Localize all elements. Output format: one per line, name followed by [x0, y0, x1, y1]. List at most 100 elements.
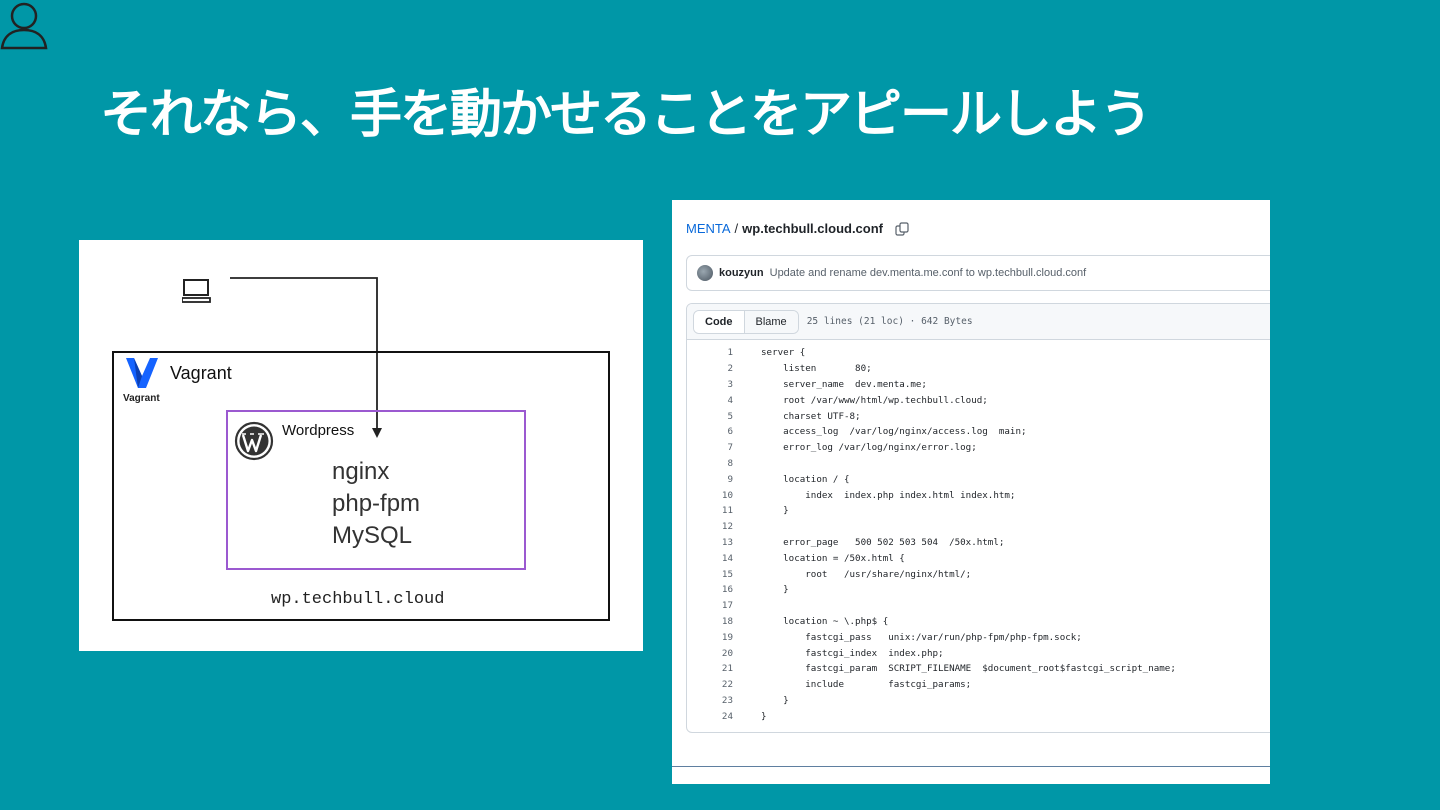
code-text: server_name dev.menta.me; — [761, 378, 927, 390]
stack-item-php-fpm: php-fpm — [332, 490, 421, 517]
code-text: error_page 500 502 503 504 /50x.html; — [761, 536, 1005, 548]
code-text: root /var/www/html/wp.techbull.cloud; — [761, 394, 988, 406]
line-number[interactable]: 7 — [727, 442, 733, 454]
code-line: 7 error_log /var/log/nginx/error.log; — [687, 440, 1270, 456]
line-number[interactable]: 17 — [721, 600, 733, 612]
code-toolbar: Code Blame 25 lines (21 loc) · 642 Bytes — [687, 304, 1270, 340]
line-number[interactable]: 1 — [727, 347, 733, 359]
code-text: listen 80; — [761, 363, 872, 375]
code-line: 12 — [687, 519, 1270, 535]
wordpress-logo-icon — [234, 421, 274, 461]
view-mode-toggle: Code Blame — [693, 309, 799, 334]
stack-item-mysql: MySQL — [332, 522, 413, 549]
vagrant-logo-icon — [126, 358, 158, 388]
line-number[interactable]: 3 — [727, 378, 733, 390]
latest-commit-bar: kouzyun Update and rename dev.menta.me.c… — [686, 255, 1270, 291]
code-line: 9 location / { — [687, 471, 1270, 487]
code-line: 3 server_name dev.menta.me; — [687, 377, 1270, 393]
slide-title: それなら、手を動かせることをアピールしよう — [100, 85, 1152, 145]
code-text: location ~ \.php$ { — [761, 615, 889, 627]
line-number[interactable]: 12 — [721, 521, 733, 533]
code-line: 18 location ~ \.php$ { — [687, 614, 1270, 630]
code-text: fastcgi_pass unix:/var/run/php-fpm/php-f… — [761, 631, 1082, 643]
code-line: 21 fastcgi_param SCRIPT_FILENAME $docume… — [687, 661, 1270, 677]
code-line: 23 } — [687, 693, 1270, 709]
line-number[interactable]: 2 — [727, 363, 733, 375]
code-text: } — [761, 584, 789, 596]
line-number[interactable]: 20 — [721, 647, 733, 659]
code-text: access_log /var/log/nginx/access.log mai… — [761, 426, 1027, 438]
tab-code[interactable]: Code — [694, 310, 745, 333]
code-text: charset UTF-8; — [761, 410, 861, 422]
code-line: 15 root /usr/share/nginx/html/; — [687, 566, 1270, 582]
code-text: location = /50x.html { — [761, 552, 905, 564]
code-text: } — [761, 694, 789, 706]
breadcrumb: MENTA / wp.techbull.cloud.conf — [686, 221, 909, 236]
breadcrumb-separator: / — [734, 221, 739, 236]
code-text: index index.php index.html index.htm; — [761, 489, 1016, 501]
code-text: } — [761, 710, 767, 722]
commit-author[interactable]: kouzyun — [719, 267, 764, 279]
code-text: fastcgi_index index.php; — [761, 647, 944, 659]
code-line: 2 listen 80; — [687, 361, 1270, 377]
code-text: root /usr/share/nginx/html/; — [761, 568, 972, 580]
avatar[interactable] — [697, 265, 713, 281]
code-text: fastcgi_param SCRIPT_FILENAME $document_… — [761, 663, 1176, 675]
code-line: 24} — [687, 708, 1270, 724]
line-number[interactable]: 19 — [721, 631, 733, 643]
code-line: 16 } — [687, 582, 1270, 598]
commit-message[interactable]: Update and rename dev.menta.me.conf to w… — [769, 267, 1087, 279]
code-text: location / { — [761, 473, 850, 485]
line-number[interactable]: 18 — [721, 615, 733, 627]
line-number[interactable]: 22 — [721, 679, 733, 691]
code-line: 1 server { — [687, 345, 1270, 361]
code-text: include fastcgi_params; — [761, 679, 972, 691]
divider — [672, 766, 1270, 767]
wordpress-box — [226, 410, 526, 570]
code-box: Code Blame 25 lines (21 loc) · 642 Bytes… — [686, 303, 1270, 733]
vagrant-box — [112, 351, 610, 621]
line-number[interactable]: 16 — [721, 584, 733, 596]
code-line: 5 charset UTF-8; — [687, 408, 1270, 424]
code-text: server { — [761, 347, 806, 359]
code-line: 6 access_log /var/log/nginx/access.log m… — [687, 424, 1270, 440]
code-line: 22 include fastcgi_params; — [687, 677, 1270, 693]
line-number[interactable]: 23 — [721, 694, 733, 706]
vagrant-logo-text: Vagrant — [123, 393, 160, 404]
tab-blame[interactable]: Blame — [744, 310, 798, 333]
user-icon — [0, 2, 48, 50]
file-meta: 25 lines (21 loc) · 642 Bytes — [806, 316, 973, 327]
laptop-icon — [182, 279, 211, 303]
wordpress-label: Wordpress — [282, 422, 355, 439]
code-line: 4 root /var/www/html/wp.techbull.cloud; — [687, 392, 1270, 408]
code-line: 17 — [687, 598, 1270, 614]
code-line: 11 } — [687, 503, 1270, 519]
line-number[interactable]: 21 — [721, 663, 733, 675]
line-number[interactable]: 9 — [727, 473, 733, 485]
domain-label: wp.techbull.cloud — [271, 590, 445, 609]
line-number[interactable]: 10 — [721, 489, 733, 501]
code-line: 14 location = /50x.html { — [687, 550, 1270, 566]
copy-path-icon[interactable] — [895, 221, 909, 236]
code-text: error_log /var/log/nginx/error.log; — [761, 442, 977, 454]
code-text: } — [761, 505, 789, 517]
line-number[interactable]: 11 — [721, 505, 733, 517]
line-number[interactable]: 24 — [721, 710, 733, 722]
line-number[interactable]: 8 — [727, 457, 733, 469]
line-number[interactable]: 4 — [727, 394, 733, 406]
line-number[interactable]: 6 — [727, 426, 733, 438]
stack-item-nginx: nginx — [332, 458, 390, 485]
code-file-view: MENTA / wp.techbull.cloud.conf kouzyun U… — [672, 200, 1270, 784]
vagrant-label: Vagrant — [170, 363, 232, 383]
line-number[interactable]: 15 — [721, 568, 733, 580]
repo-link[interactable]: MENTA — [686, 221, 731, 236]
line-number[interactable]: 13 — [721, 536, 733, 548]
code-line: 19 fastcgi_pass unix:/var/run/php-fpm/ph… — [687, 629, 1270, 645]
code-line: 20 fastcgi_index index.php; — [687, 645, 1270, 661]
code-line: 8 — [687, 456, 1270, 472]
line-number[interactable]: 5 — [727, 410, 733, 422]
file-name: wp.techbull.cloud.conf — [742, 221, 884, 236]
stack-list: nginx php-fpm MySQL — [332, 456, 420, 552]
line-number[interactable]: 14 — [721, 552, 733, 564]
